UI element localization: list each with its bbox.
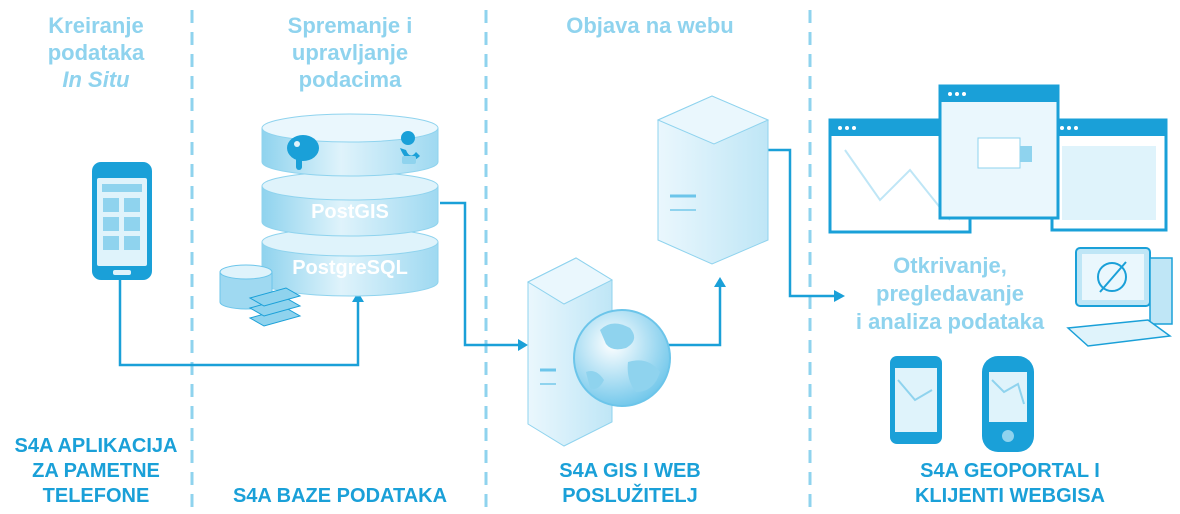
arrowhead-webserver <box>714 277 726 287</box>
connector-webserver-to-clients <box>768 148 836 298</box>
server-icon <box>526 257 614 447</box>
arrowhead-db <box>352 292 364 302</box>
connector-server-to-webserver <box>668 285 722 347</box>
column-1-header-line-1: Kreiranje <box>48 13 144 38</box>
database-icon <box>261 113 439 297</box>
db-label-postgresql: PostgreSQL <box>292 257 408 279</box>
column-2-footer-line-1: S4A BAZE PODATAKA <box>232 485 448 507</box>
web-server-icon <box>656 95 770 265</box>
column-3-header: Objava na webu <box>540 12 760 39</box>
column-2-header-line-1: Spremanje i <box>287 13 413 38</box>
column-4-footer: S4A GEOPORTAL I KLIJENTI WEBGISA <box>880 459 1140 509</box>
desktop-computer-icon <box>1066 247 1173 347</box>
globe-icon <box>573 309 671 407</box>
column-1-footer-line-2: ZA PAMETNE <box>32 460 160 482</box>
clients-label-line-3: i analiza podataka <box>855 309 1045 334</box>
column-3-footer-line-2: POSLUŽITELJ <box>562 485 698 507</box>
connector-postgis-to-server <box>440 201 520 347</box>
column-3-footer-line-1: S4A GIS I WEB <box>559 460 701 482</box>
column-2-header-line-2: upravljanje <box>291 40 409 65</box>
column-1-footer-line-1: S4A APLIKACIJA <box>14 435 178 457</box>
column-1-header: Kreiranje podataka In Situ <box>0 12 192 93</box>
column-1-header-line-3: In Situ <box>62 67 130 92</box>
browser-window-icon <box>938 84 1060 220</box>
column-1-footer-line-3: TELEFONE <box>42 485 150 507</box>
column-2-header-line-3: podacima <box>298 67 402 92</box>
browser-window-icon <box>1050 118 1168 232</box>
clients-label: Otkrivanje, pregledavanje i analiza poda… <box>830 252 1070 336</box>
column-4-footer-line-2: KLIJENTI WEBGISA <box>914 485 1105 507</box>
column-separators <box>190 10 812 510</box>
connector-arrowheads <box>352 277 845 351</box>
column-3-footer: S4A GIS I WEB POSLUŽITELJ <box>520 459 740 509</box>
data-files-icon <box>219 264 302 327</box>
column-1-header-line-2: podataka <box>47 40 145 65</box>
column-2-header: Spremanje i upravljanje podacima <box>250 12 450 93</box>
connector-lines <box>118 148 836 367</box>
gps-device-icon <box>982 356 1034 452</box>
column-2-footer: S4A BAZE PODATAKA <box>200 484 480 509</box>
arrowhead-clients <box>834 290 845 302</box>
clients-label-line-2: pregledavanje <box>876 281 1024 306</box>
connector-phone-to-db <box>118 280 360 367</box>
gis-pin-icon <box>400 131 420 164</box>
column-4-footer-line-1: S4A GEOPORTAL I <box>920 460 1100 482</box>
db-label-postgis: PostGIS <box>311 201 389 223</box>
clients-label-line-1: Otkrivanje, <box>893 253 1007 278</box>
tablet-icon <box>890 356 942 444</box>
column-1-footer: S4A APLIKACIJA ZA PAMETNE TELEFONE <box>0 434 192 509</box>
column-3-header-line-1: Objava na webu <box>566 13 734 38</box>
elephant-icon <box>287 135 319 170</box>
smartphone-icon <box>92 162 152 280</box>
arrowhead-server <box>518 339 528 351</box>
